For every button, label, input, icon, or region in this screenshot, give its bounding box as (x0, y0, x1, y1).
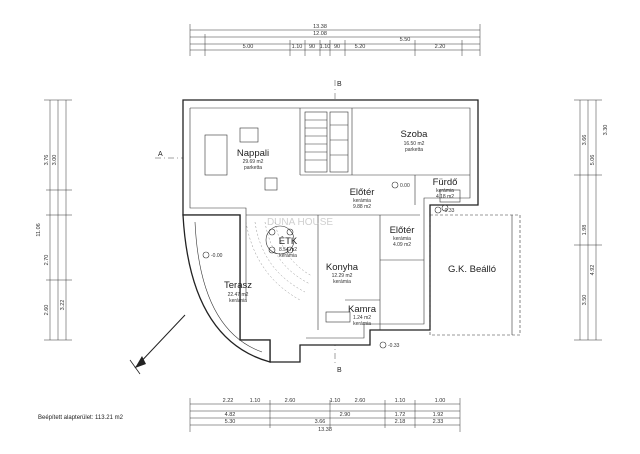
right-dimension-chain: 3.66 5.06 3.30 1.98 4.92 3.50 (574, 99, 609, 341)
bottom-dim-segment: 1.92 (433, 412, 444, 418)
section-a-left: A (158, 151, 163, 158)
level-markers: 0.00 -0.00 -0.33 -0.33 (202, 181, 455, 349)
top-overall-dim: 13.38 (313, 24, 327, 30)
bottom-dim-segment: 2.60 (355, 398, 366, 404)
room-etk-floor: kerámia (279, 253, 297, 259)
top-dim-segment: 5.00 (243, 44, 254, 50)
room-konyha-area: 12.29 m2 (332, 273, 353, 279)
furniture (204, 127, 461, 323)
room-eloter-floor: kerámia (353, 198, 371, 204)
bottom-overall-dim: 13.38 (318, 427, 332, 433)
left-dimension-chain: 3.76 3.00 11.06 2.70 2.60 3.22 (36, 99, 72, 341)
top-dim-segment: 90 (334, 44, 340, 50)
room-szoba-area: 16.50 m2 (404, 141, 425, 147)
room-eloter2-name: Előtér (390, 225, 415, 236)
level-terasz: -0.00 (211, 253, 223, 259)
room-eloter2-floor: kerámia (393, 236, 411, 242)
room-eloter2-area: 4.09 m2 (393, 242, 411, 248)
section-b-bottom: B (337, 367, 342, 374)
bottom-dim-segment: 2.18 (395, 419, 406, 425)
room-gk-name: G.K. Beálló (448, 264, 496, 275)
top-dim-segment: 1.10 (292, 44, 303, 50)
room-furdo-area: 4.18 m2 (436, 194, 454, 200)
left-dim-segment: 2.60 (44, 305, 50, 316)
right-dim-segment: 4.92 (590, 265, 596, 276)
kitchen-counter (325, 311, 351, 323)
sofa (204, 134, 228, 176)
bottom-dim-segment: 1.72 (395, 412, 406, 418)
room-nappali-name: Nappali (237, 148, 269, 159)
right-dim-segment: 1.98 (582, 225, 588, 236)
bottom-dim-segment: 3.66 (315, 419, 326, 425)
left-dim-segment: 3.00 (52, 155, 58, 166)
room-kamra-floor: kerámia (353, 321, 371, 327)
side-table (264, 177, 278, 191)
bottom-dimension-chain: 2.22 1.10 2.60 1.10 2.60 1.10 1.00 4.82 … (189, 398, 461, 433)
right-dim-segment: 3.30 (603, 125, 609, 136)
armchair (239, 127, 259, 143)
dining-table (265, 225, 295, 255)
level-entry: -0.33 (388, 343, 400, 349)
room-terasz-name: Terasz (224, 280, 252, 291)
bottom-dim-segment: 1.10 (395, 398, 406, 404)
bottom-dim-segment: 2.60 (285, 398, 296, 404)
right-dim-segment: 3.66 (582, 135, 588, 146)
room-eloter-name: Előtér (350, 187, 375, 198)
bottom-dim-segment: 1.00 (435, 398, 446, 404)
top-dim-segment: 5.20 (355, 44, 366, 50)
top-dim-segment: 5.50 (400, 37, 411, 43)
right-dim-segment: 5.06 (590, 155, 596, 166)
room-etk-area: 8.54 m2 (279, 247, 297, 253)
top-row2-dim: 12.08 (313, 31, 327, 37)
top-dim-segment: 90 (309, 44, 315, 50)
level-side: -0.33 (443, 208, 455, 214)
section-b-top: B (337, 81, 342, 88)
building-walls (182, 99, 479, 363)
room-furdo-name: Fürdő (433, 177, 458, 188)
right-dim-segment: 3.50 (582, 295, 588, 306)
north-arrow-icon (129, 314, 186, 375)
top-dimension-chain: 13.38 12.08 5.00 1.10 90 1.10 90 5.20 5.… (189, 24, 481, 56)
bottom-dim-segment: 5.30 (225, 419, 236, 425)
room-labels: Nappali 29.69 m2 parketta Szoba 16.50 m2… (224, 129, 496, 327)
carport (429, 214, 521, 336)
room-konyha-name: Konyha (326, 262, 359, 273)
room-etk-name: ÉTK (279, 236, 298, 247)
level-eloter: 0.00 (400, 183, 410, 189)
left-dim-segment: 2.70 (44, 255, 50, 266)
bottom-dim-segment: 1.10 (330, 398, 341, 404)
bottom-dim-segment: 2.33 (433, 419, 444, 425)
room-nappali-floor: parketta (244, 165, 262, 171)
room-szoba-name: Szoba (401, 129, 429, 140)
outer-wall-inner-line (190, 107, 471, 339)
room-terasz-area: 22.47 m2 (228, 292, 249, 298)
room-konyha-floor: kerámia (333, 279, 351, 285)
room-szoba-floor: parketta (405, 147, 423, 153)
bottom-dim-segment: 4.82 (225, 412, 236, 418)
room-terasz-floor: kerámia (229, 298, 247, 304)
bottom-dim-segment: 2.90 (340, 412, 351, 418)
room-eloter-area: 9.88 m2 (353, 204, 371, 210)
top-dim-segment: 2.20 (435, 44, 446, 50)
room-furdo-floor: kerámia (436, 188, 454, 194)
left-dim-segment: 3.22 (60, 300, 66, 311)
terrace-shape (182, 214, 313, 363)
left-dim-segment: 11.06 (36, 223, 42, 236)
watermark: DUNA HOUSE (267, 217, 333, 228)
washbasin (441, 204, 449, 212)
built-area-label: Beépített alapterület: 113.21 m2 (38, 415, 124, 421)
bottom-dim-segment: 2.22 (223, 398, 234, 404)
top-dim-segment: 1.10 (320, 44, 331, 50)
left-dim-segment: 3.76 (44, 155, 50, 166)
bottom-dim-segment: 1.10 (250, 398, 261, 404)
room-kamra-name: Kamra (348, 304, 377, 315)
bathtub (439, 189, 461, 203)
room-kamra-area: 1.24 m2 (353, 315, 371, 321)
room-nappali-area: 29.69 m2 (243, 159, 264, 165)
